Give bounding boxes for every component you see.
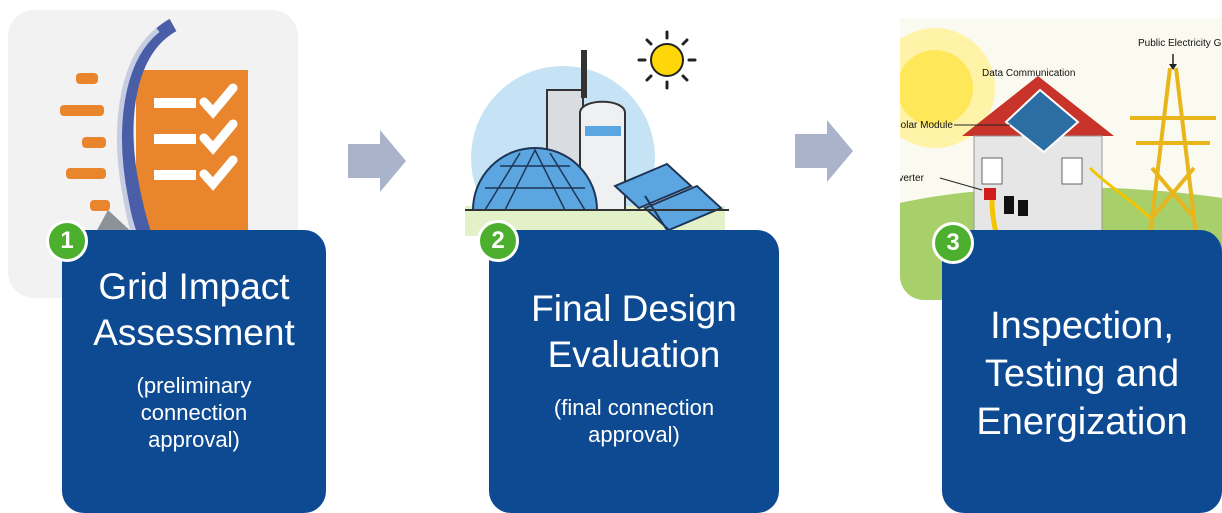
arrow-right-icon	[795, 120, 853, 182]
svg-text:Inverter: Inverter	[900, 173, 925, 184]
svg-text:Solar Module: Solar Module	[900, 120, 953, 131]
step-1-title: Grid Impact Assessment	[93, 266, 295, 353]
step-1-badge: 1	[46, 220, 88, 262]
step-2-card: Final Design Evaluation (final connectio…	[489, 230, 779, 513]
step-2-title: Final Design Evaluation	[531, 288, 737, 375]
arrow-right-icon	[348, 130, 406, 192]
svg-text:Data Communication: Data Communication	[982, 68, 1075, 79]
sun-icon	[637, 30, 697, 90]
step-2-badge: 2	[477, 220, 519, 262]
step-3-title: Inspection, Testing and Energization	[976, 305, 1188, 443]
svg-text:Public Electricity Grid: Public Electricity Grid	[1138, 38, 1222, 49]
step-1-subtitle: (preliminary connection approval)	[136, 373, 252, 452]
step-3-badge: 3	[932, 222, 974, 264]
solar-panel-icon	[613, 162, 723, 232]
step-1-card: Grid Impact Assessment (preliminary conn…	[62, 230, 326, 513]
step-3-card: Inspection, Testing and Energization	[942, 230, 1222, 513]
step-2-subtitle: (final connection approval)	[553, 395, 715, 447]
